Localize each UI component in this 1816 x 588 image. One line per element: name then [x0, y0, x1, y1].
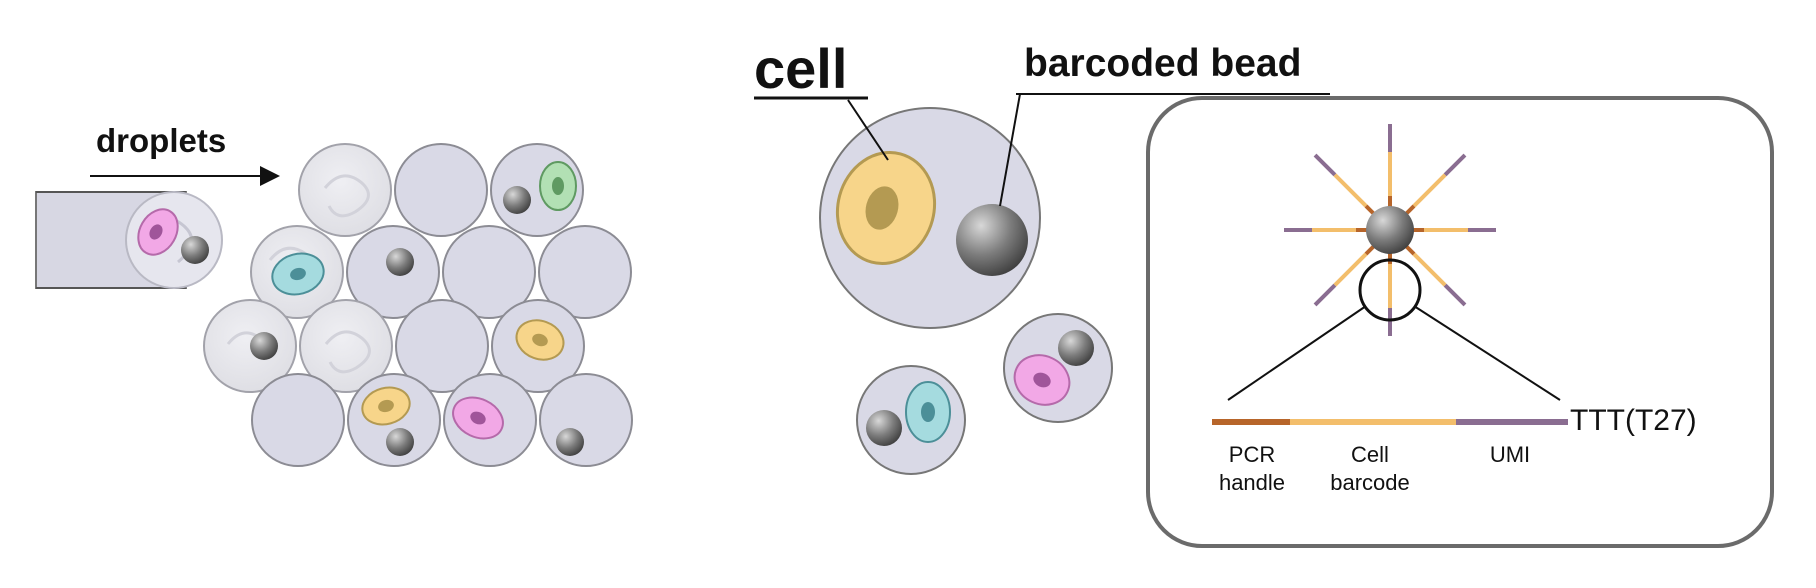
droplet-pink-cell	[443, 373, 537, 467]
pcr-handle-label-line2: handle	[1219, 470, 1285, 495]
droplet-empty-swirl	[299, 299, 393, 393]
cell-label: cell	[754, 37, 847, 100]
small-droplet-teal-cell	[856, 365, 966, 475]
oligo-ray-segment	[1443, 153, 1467, 177]
bead-detail-panel: TTT(T27) PCR handle Cell barcode UMI	[1146, 96, 1774, 548]
cell-bead-panel: cell barcoded bead	[754, 37, 1330, 475]
droplet-empty	[538, 225, 632, 319]
droplet-generation-panel: droplets	[35, 122, 633, 467]
droplet-bead-only	[346, 225, 440, 319]
umi-label: UMI	[1490, 442, 1530, 467]
oligo-tail-label: TTT(T27)	[1570, 404, 1697, 437]
droplet-bead-swirl	[203, 299, 297, 393]
barcoded-bead-core	[1366, 206, 1414, 254]
cell-leader-line	[847, 99, 889, 161]
zoom-line-left	[1227, 305, 1367, 401]
droplet-teal-cell	[250, 225, 344, 319]
pcr-handle-label-line1: PCR	[1229, 442, 1275, 467]
droplets-label: droplets	[96, 122, 226, 159]
droplet-bead-only	[539, 373, 633, 467]
oligo-ray-segment	[1333, 173, 1368, 208]
large-droplet	[819, 107, 1041, 329]
droplet-empty	[251, 373, 345, 467]
oligo-ray-segment	[1313, 153, 1337, 177]
forming-droplet	[125, 191, 223, 289]
droplet-yellow-cell	[491, 299, 585, 393]
droplet-cluster	[203, 143, 633, 467]
droplet-empty	[394, 143, 488, 237]
cell-barcode-label-line2: barcode	[1330, 470, 1410, 495]
droplet-empty	[442, 225, 536, 319]
oligo-ray-segment	[1412, 252, 1447, 287]
oligo-ray-segment	[1313, 283, 1337, 307]
oligo-ray-segment	[1443, 283, 1467, 307]
droplet-empty	[395, 299, 489, 393]
zoom-line-right	[1413, 305, 1561, 401]
oligo-ray-segment	[1333, 252, 1368, 287]
cell-barcode-label-line1: Cell	[1351, 442, 1389, 467]
droplet-green-cell-bead	[490, 143, 584, 237]
small-droplet-pink-cell	[1003, 313, 1113, 423]
bead-leader-line	[999, 93, 1022, 207]
oligo-ray-segment	[1412, 173, 1447, 208]
droplet-yellow-cell-bead	[347, 373, 441, 467]
zoom-circle	[1358, 258, 1422, 322]
droplet-empty-swirl	[298, 143, 392, 237]
barcoded-bead-label: barcoded bead	[1024, 42, 1301, 85]
detail-box	[1146, 96, 1774, 548]
